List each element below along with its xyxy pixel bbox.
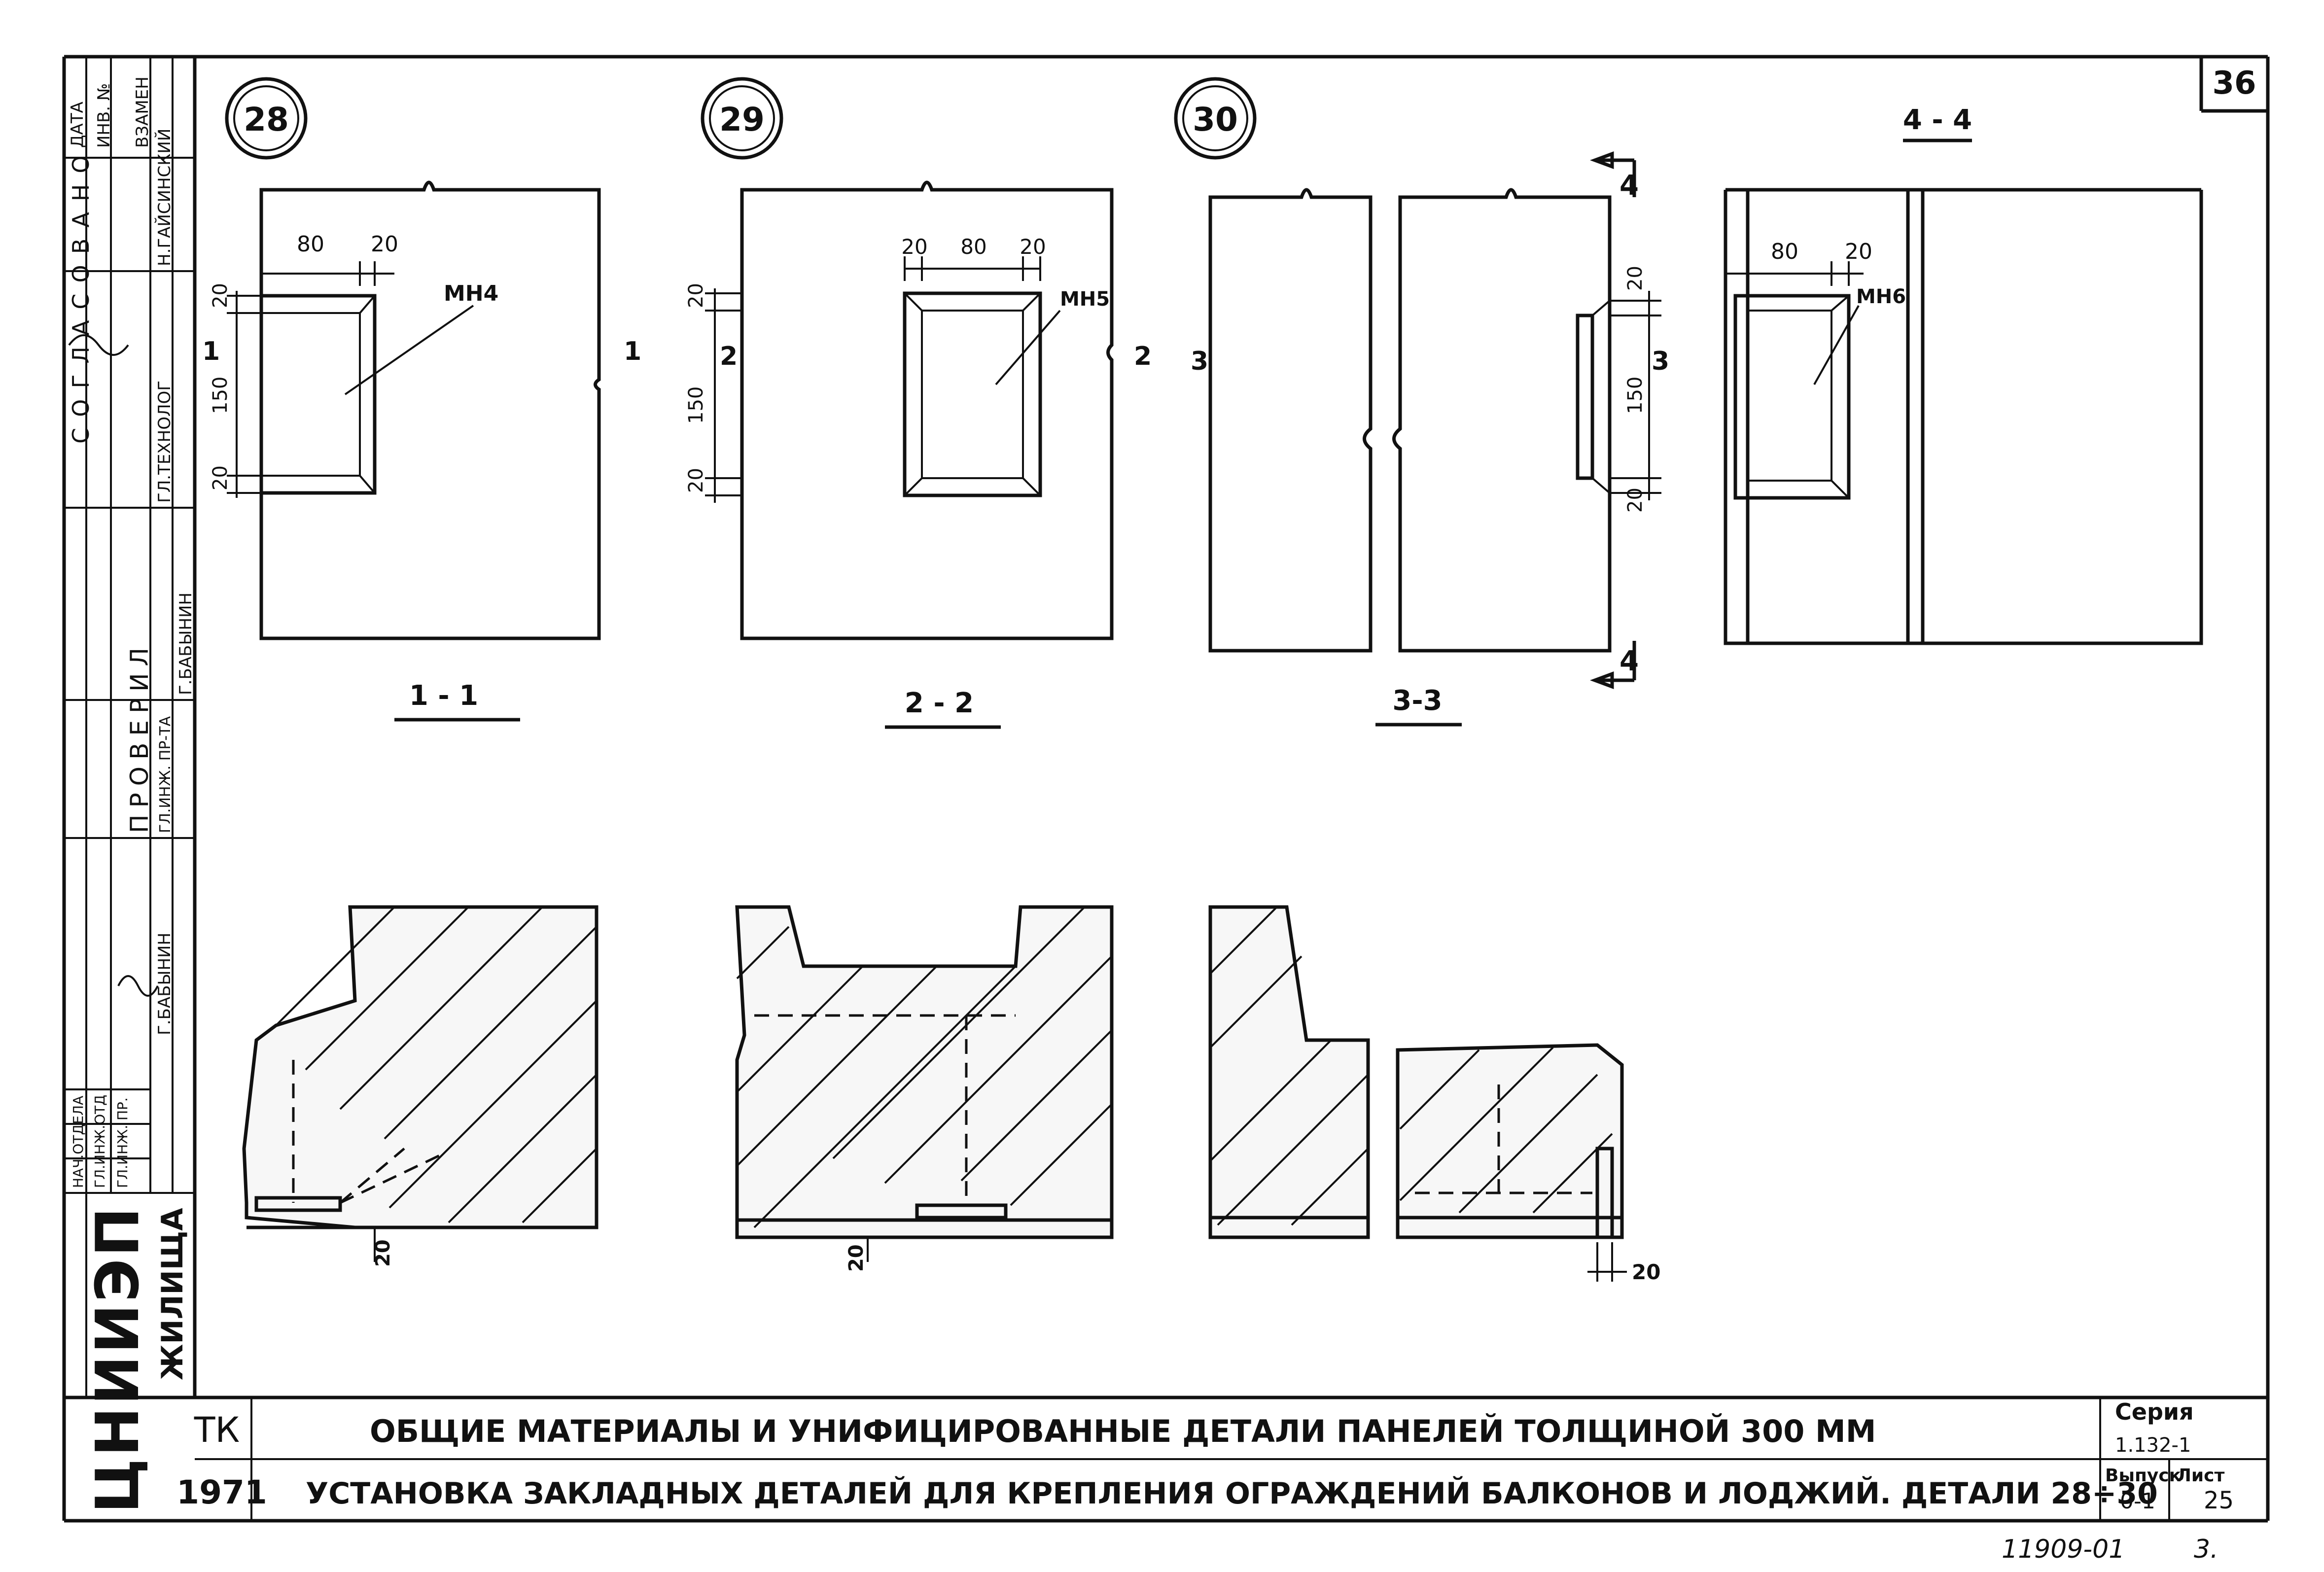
embedded-plate-mh6 [1733,294,1851,500]
callout-28-label: 28 [244,101,289,139]
section-1-1: МН4 80 20 20 150 20 1 1 - 1 1 [202,180,641,722]
section-4-4-label: 4 - 4 [1903,104,1972,136]
dim-20: 20 [685,468,707,493]
part-mh6: МН6 [1856,285,1906,308]
dim-20: 20 [371,232,398,257]
mark-1-left: 1 [202,337,220,366]
concrete-detail-28: 20 [242,905,599,1267]
sheet-label: Лист [2177,1466,2224,1486]
side-stamp: СОГЛАСОВАНО ДАТА ИНВ. № ВЗАМЕН Н.ГАЙСИНС… [64,57,196,1513]
stamp-dept-head: НАЧ.ОТДЕЛА [70,1096,86,1188]
dim-20: 20 [1020,235,1046,259]
title-code: ТК [194,1410,240,1450]
embedded-plate-mh5 [903,291,1042,497]
mark-4-bottom: 4 [1620,645,1639,677]
detail-callouts: 28 29 30 [225,77,1257,160]
title-line-2: УСТАНОВКА ЗАКЛАДНЫХ ДЕТАЛЕЙ ДЛЯ КРЕПЛЕНИ… [306,1475,2158,1511]
mark-3-left: 3 [1191,347,1208,376]
stamp-replaces: ВЗАМЕН [133,76,152,148]
dim-20: 20 [1845,239,1872,264]
stamp-dept-eng: ГЛ.ИНЖ.ОТД [92,1095,108,1188]
stamp-technologist: ГЛ.ТЕХНОЛОГ [155,381,175,503]
dim-20: 20 [685,283,707,308]
dim-20: 20 [209,283,232,308]
mark-2-right: 2 [1134,342,1152,371]
callout-29 [701,77,783,160]
dim-150: 150 [209,377,232,414]
series-label: Серия [2115,1398,2194,1425]
stamp-name1: Н.ГАЙСИНСКИЙ [154,129,175,266]
sheet-code: 11909-01 [2002,1535,2125,1564]
embedded-plate-mh6-side [1576,314,1594,480]
dim-20: 20 [1632,1260,1660,1284]
sheet-frame [62,55,2270,1523]
dim-150: 150 [1624,377,1647,414]
title-block: ТК 1971 ОБЩИЕ МАТЕРИАЛЫ И УНИФИЦИРОВАННЫ… [176,1398,2234,1514]
org-logo: ЦНИИЭП [84,1205,152,1513]
dim-80: 80 [297,232,324,257]
dim-80: 80 [960,235,986,259]
series-value: 1.132-1 [2115,1434,2191,1457]
mark-2-left: 2 [720,342,738,371]
dim-20: 20 [1624,488,1647,513]
part-mh5: МН5 [1060,288,1110,311]
stamp-name2: Г.БАБЫНИН [176,593,196,695]
stamp-date: ДАТА [68,102,87,148]
callout-30-label: 30 [1193,101,1238,139]
dim-150: 150 [685,386,707,424]
stamp-inv-no: ИНВ. № [94,83,114,148]
sheet-code-suffix: 3. [2194,1535,2218,1564]
callout-30 [1174,77,1257,160]
dim-20: 20 [209,465,232,490]
stamp-proj-chief: ГЛ.ИНЖ. ПР-ТА [157,716,174,833]
mark-3-right: 3 [1652,347,1669,376]
issue-value: 0-1 [2120,1489,2155,1514]
org-subtitle: ЖИЛИЩА [155,1208,190,1380]
callout-29-label: 29 [719,101,765,139]
dim-20: 20 [1624,266,1647,291]
dim-80: 80 [1771,239,1798,264]
issue-label: Выпуск [2105,1466,2181,1486]
signature [68,334,159,997]
concrete-detail-29: 20 [735,905,1114,1272]
stamp-agreed: СОГЛАСОВАНО [68,144,94,444]
mark-4-top: 4 [1620,170,1639,202]
dim-20: 20 [901,235,927,259]
sheet-number: 36 [2212,65,2256,102]
mark-1-right: 1 [624,337,641,366]
section-3-3: 20 150 20 3 3 4 4 3-3 [1191,151,1669,727]
sheet-value: 25 [2204,1487,2234,1514]
stamp-name3: Г.БАБЫНИН [155,933,175,1035]
dim-20: 20 [845,1244,868,1272]
title-line-1: ОБЩИЕ МАТЕРИАЛЫ И УНИФИЦИРОВАННЫЕ ДЕТАЛИ… [370,1413,1876,1449]
section-4-4: 4 - 4 МН6 80 20 [1724,104,2203,645]
part-mh4: МН4 [444,281,498,306]
stamp-checked: ПРОВЕРИЛ [125,641,154,833]
callout-28 [225,77,308,160]
dim-20: 20 [372,1239,394,1267]
section-2-2: МН5 20 80 20 20 150 20 2 2 2 - 2 [685,180,1152,729]
title-year: 1971 [176,1473,267,1511]
stamp-proj-eng: ГЛ.ИНЖ. ПР. [114,1097,131,1188]
embedded-plate-mh4 [259,294,377,495]
section-2-2-label: 2 - 2 [905,687,974,719]
section-1-1-label: 1 - 1 [409,680,478,712]
section-3-3-label: 3-3 [1392,685,1442,717]
concrete-detail-30: 20 [1208,905,1660,1284]
